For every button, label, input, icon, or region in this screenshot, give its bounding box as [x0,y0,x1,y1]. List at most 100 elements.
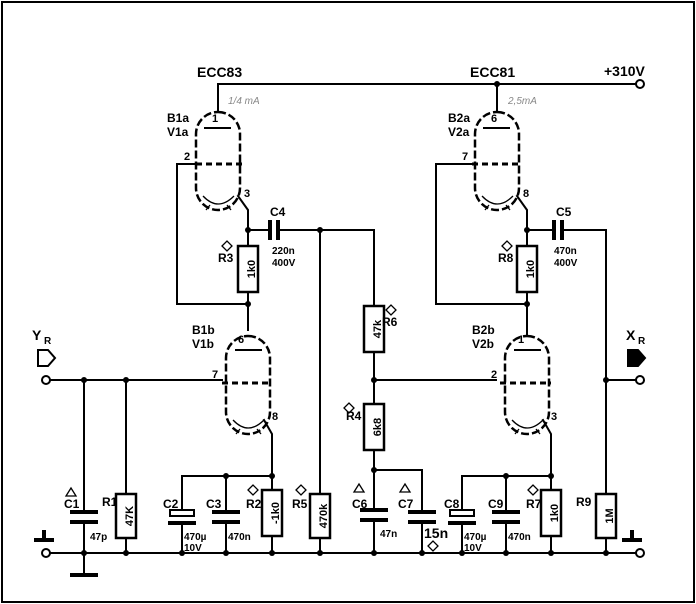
v2b-pin-grid: 2 [491,369,497,381]
r5-label: R5 [292,497,308,511]
v1a-pin-anode: 1 [212,113,218,125]
output-arrow-icon [627,349,647,367]
capacitor-c4 [268,220,280,240]
c3-label: C3 [206,497,222,511]
ground-terminal-right[interactable] [635,548,645,558]
xr-label-r: R [638,336,646,347]
r6-value: 47k [372,319,384,338]
r9-value: 1M [604,508,616,523]
v1a-pin-grid: 2 [184,151,190,163]
r9-label: R9 [576,495,592,509]
c7-value: 15n [424,525,448,541]
capacitor-c1 [70,510,98,524]
c2-value1: 470µ [184,532,207,543]
v1b-pin-anode: 6 [238,334,244,346]
xr-label-x: X [626,327,636,343]
r5-value: 470k [318,503,330,528]
handwritten-note-left: 1/4 mA [228,96,260,107]
v1b-pin-cathode: 8 [272,411,278,423]
v2b-pin-anode: 1 [518,334,524,346]
v2a-pin-cathode: 8 [523,188,529,200]
v2a-grid-wire [435,163,528,305]
tube-type-left: ECC83 [197,64,242,80]
c2-label: C2 [163,497,179,511]
ground-symbol-left-icon [34,530,54,542]
supply-terminal[interactable] [635,79,645,89]
c5-value2: 400V [554,258,578,269]
c1-label: C1 [64,497,80,511]
v1a-grid-wire [176,163,249,305]
v2a-pin-grid: 7 [462,151,468,163]
c5-value1: 470n [554,246,577,257]
v1a-cathode-wire [236,194,249,247]
supply-label: +310V [604,63,646,79]
c7-label: C7 [398,497,414,511]
v1b-b-label: B1b [192,323,215,337]
v2a-cathode-wire [515,194,528,247]
c9-label: C9 [488,497,504,511]
c8-label: C8 [444,497,460,511]
r7-value: 1k0 [549,504,561,522]
c1-value: 47p [90,532,107,543]
c4-label: C4 [270,205,286,219]
c9-value: 470n [508,532,531,543]
capacitor-c6 [360,508,388,522]
input-arrow-icon [37,349,57,367]
output-xr-terminal[interactable] [635,375,645,385]
v2b-b-label: B2b [472,323,495,337]
handwritten-note-right: 2,5mA [507,96,537,107]
c4-right-wire [279,229,375,307]
r4-label: R4 [346,409,362,423]
v1a-pin-cathode: 3 [244,188,250,200]
r7-label: R7 [526,497,542,511]
capacitor-c7 [408,510,436,524]
capacitor-c5 [552,220,564,240]
r8-value: 1k0 [525,260,537,278]
yr-label-r: R [44,336,52,347]
v2a-v-label: V2a [448,125,470,139]
ground-terminal-left[interactable] [41,548,51,558]
r2-label: R2 [246,497,262,511]
v1b-pin-grid: 7 [212,369,218,381]
r4-value: 6k8 [372,418,384,436]
tube-v2a [472,83,521,212]
capacitor-c3 [212,510,240,524]
v2a-b-label: B2a [448,111,470,125]
tube-v1b [222,334,272,436]
capacitor-c9 [492,510,520,524]
c8-value1: 470µ [464,532,487,543]
r3-marker [221,240,233,252]
r3-label: R3 [218,251,234,265]
r1-label: R1 [102,495,118,509]
c6-value: 47n [380,529,397,540]
input-yr-terminal[interactable] [41,375,51,385]
tube-type-right: ECC81 [470,64,515,80]
c8-value2: 10V [464,543,482,554]
tube-v1a [194,83,242,212]
c6-label: C6 [352,497,368,511]
c5-right-wire [563,229,607,495]
v1b-v-label: V1b [192,337,214,351]
ground-symbol-right-icon [622,530,642,542]
r1-value: 47K [124,506,136,526]
c5-label: C5 [556,205,572,219]
capacitor-c2 [169,509,195,517]
tube-v2b [500,334,551,436]
v1a-b-label: B1a [167,111,189,125]
c2-value2: 10V [184,543,202,554]
c3-value: 470n [228,532,251,543]
v2a-pin-anode: 6 [491,113,497,125]
capacitor-c8 [449,509,475,517]
yr-label-y: Y [32,327,42,343]
r6-label: R6 [382,315,398,329]
r2-value: -1k0 [270,502,282,524]
v2b-pin-cathode: 3 [551,411,557,423]
v1a-v-label: V1a [167,125,189,139]
r3-value: 1k0 [246,260,258,278]
ground-junctions [81,550,609,556]
c4-value2: 400V [272,258,296,269]
c4-value1: 220n [272,246,295,257]
